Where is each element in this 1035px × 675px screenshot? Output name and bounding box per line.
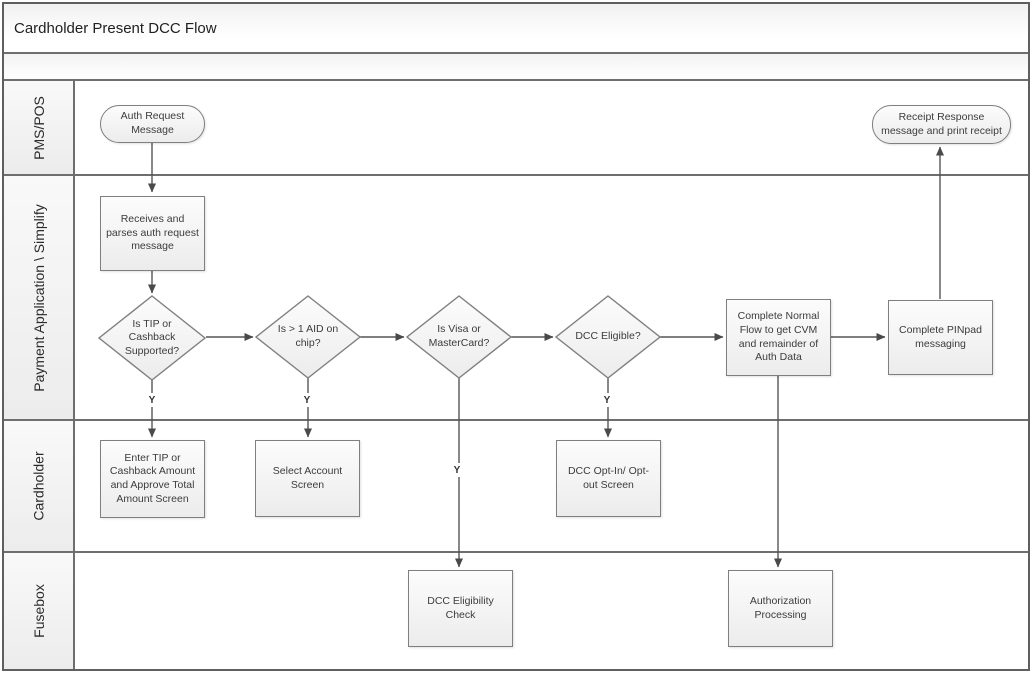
lane-label-fusebox: Fusebox <box>4 553 75 669</box>
process-dcc-opt: DCC Opt-In/ Opt-out Screen <box>556 440 661 517</box>
lane-fusebox: Fusebox <box>4 553 1028 669</box>
node-label: Authorization Processing <box>749 594 812 621</box>
node-label: Is > 1 AID on chip? <box>277 323 339 349</box>
node-label: Auth Request Message <box>120 110 185 136</box>
process-select-account: Select Account Screen <box>255 440 360 517</box>
node-label: Enter TIP or Cashback Amount and Approve… <box>109 451 196 505</box>
node-label: Receipt Response message and print recei… <box>881 110 1002 137</box>
terminator-receipt-response: Receipt Response message and print recei… <box>872 105 1011 144</box>
lane-label-pms-pos: PMS/POS <box>4 81 75 174</box>
lane-label-text: Payment Application \ Simplify <box>30 203 47 392</box>
process-complete-pinpad: Complete PINpad messaging <box>888 300 993 375</box>
node-label: DCC Eligibility Check <box>427 594 494 621</box>
process-enter-tip: Enter TIP or Cashback Amount and Approve… <box>100 440 205 518</box>
lane-body-pms-pos <box>75 81 1028 174</box>
decision-is-tip-cashback-label: Is TIP or Cashback Supported? <box>119 308 185 368</box>
node-label: DCC Eligible? <box>575 330 641 343</box>
process-complete-normal-flow: Complete Normal Flow to get CVM and rema… <box>726 299 831 376</box>
diagram-title-bar: Cardholder Present DCC Flow <box>4 4 1028 54</box>
node-label: Select Account Screen <box>272 464 343 491</box>
lane-label-text: Fusebox <box>30 584 47 638</box>
lane-body-fusebox <box>75 553 1028 669</box>
decision-is-aid-label: Is > 1 AID on chip? <box>271 312 345 362</box>
terminator-auth-request: Auth Request Message <box>100 105 205 143</box>
node-label: DCC Opt-In/ Opt-out Screen <box>567 464 650 491</box>
lane-label-text: PMS/POS <box>30 95 47 160</box>
edge-label-yes-eligible: Y <box>600 393 614 407</box>
node-label: Complete PINpad messaging <box>899 323 982 350</box>
edge-label-yes-tip: Y <box>145 393 159 407</box>
node-label: Receives and parses auth request message <box>106 213 199 253</box>
lane-label-cardholder: Cardholder <box>4 421 75 551</box>
process-dcc-eligibility-check: DCC Eligibility Check <box>408 570 513 647</box>
node-label: Complete Normal Flow to get CVM and rema… <box>737 310 820 364</box>
decision-dcc-eligible-label: DCC Eligible? <box>563 318 653 356</box>
lane-pms-pos: PMS/POS <box>4 81 1028 176</box>
lane-body-cardholder <box>75 421 1028 551</box>
phase-band <box>4 54 1028 81</box>
lane-payment-application: Payment Application \ Simplify <box>4 176 1028 421</box>
process-authorization-processing: Authorization Processing <box>728 570 833 647</box>
diagram-title: Cardholder Present DCC Flow <box>14 19 217 37</box>
lane-body-payment-application <box>75 176 1028 419</box>
decision-is-visa-mc-label: Is Visa or MasterCard? <box>419 312 499 362</box>
lane-label-text: Cardholder <box>30 451 47 521</box>
process-receives-parses: Receives and parses auth request message <box>100 196 205 271</box>
node-label: Is TIP or Cashback Supported? <box>124 317 180 357</box>
edge-label-yes-visa: Y <box>450 463 464 477</box>
lane-cardholder: Cardholder <box>4 421 1028 553</box>
node-label: Is Visa or MasterCard? <box>428 323 490 349</box>
lane-label-payment-application: Payment Application \ Simplify <box>4 176 75 419</box>
edge-label-yes-aid: Y <box>300 393 314 407</box>
